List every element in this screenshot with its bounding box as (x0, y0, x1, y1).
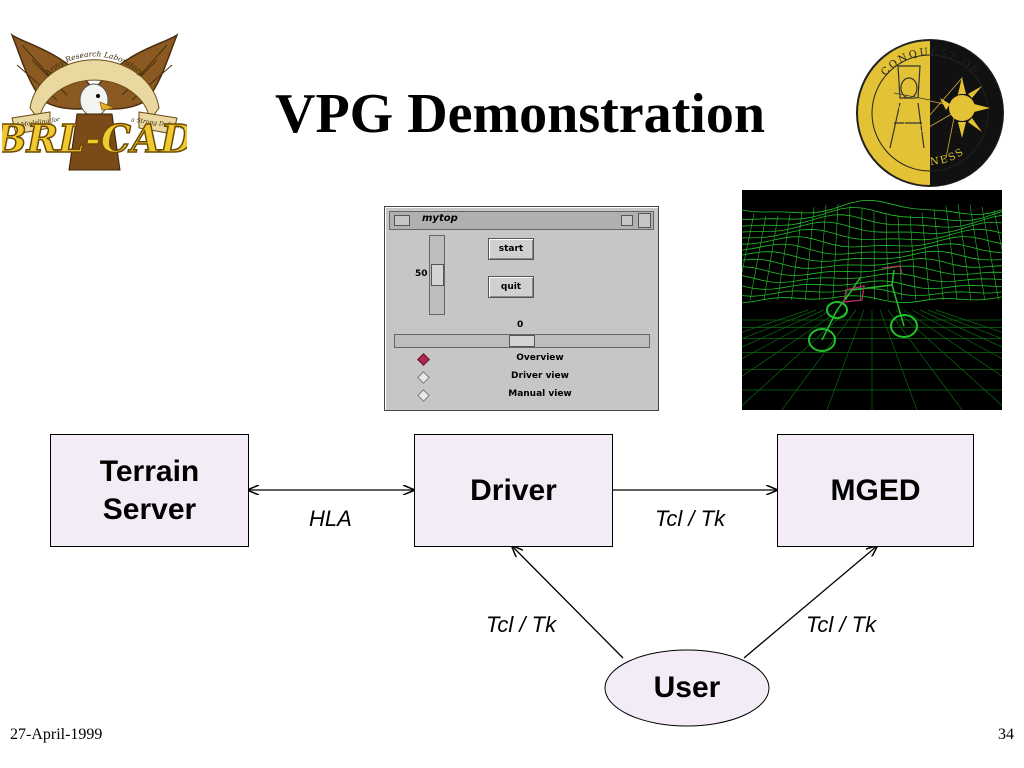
ground-grid-line (887, 309, 963, 410)
vertical-scale-value: 50 (415, 269, 428, 279)
terrain-mesh-line (777, 214, 791, 301)
terrain-mesh-line (742, 295, 1002, 304)
minimize-icon[interactable] (621, 215, 633, 226)
brl-cad-logo: Army Research Laboratory Solid Modeling … (2, 33, 187, 171)
radio-label: Driver view (511, 371, 569, 381)
horizontal-scale-value: 0 (517, 320, 524, 330)
horizontal-scale-thumb[interactable] (509, 335, 535, 347)
radio-driver-view[interactable]: Driver view (415, 370, 635, 384)
ground-grid-line (742, 309, 817, 339)
ground-grid-line (742, 309, 825, 348)
terrain-mesh-line (860, 208, 863, 301)
terrain-mesh-line (742, 214, 1002, 228)
terrain-mesh-line (791, 210, 803, 301)
user-label: User (653, 671, 721, 704)
terrain-mesh-line (969, 204, 985, 301)
edge-label-hla: HLA (309, 506, 352, 531)
arrow-user-driver (512, 546, 624, 659)
vehicle-frame-accent (843, 265, 903, 303)
vertical-scale-thumb[interactable] (431, 264, 444, 286)
terrain-server-node: Terrain Server (50, 434, 249, 547)
terrain-mesh-line (921, 212, 930, 301)
window-title: mytop (422, 213, 458, 224)
ground-grid-line (826, 309, 865, 410)
driver-node: Driver (414, 434, 613, 547)
terrain-server-label-line2: Server (102, 492, 197, 526)
terrain-mesh-line (742, 236, 1002, 248)
terrain-mesh-line (763, 215, 779, 301)
terrain-mesh-line (742, 250, 1002, 262)
quit-button[interactable]: quit (488, 276, 534, 298)
page-number: 34 (998, 726, 1014, 743)
terrain-mesh-line (742, 288, 1002, 297)
terrain-mesh-line (805, 207, 815, 301)
wireframe-terrain-image (742, 190, 1002, 410)
terrain-mesh-line (742, 272, 1002, 283)
terrain-mesh-line (742, 280, 1002, 290)
radio-manual-view[interactable]: Manual view (415, 388, 635, 402)
radio-overview[interactable]: Overview (415, 352, 635, 366)
user-node: User (605, 660, 769, 716)
terrain-mesh-line (909, 215, 916, 301)
edge-label-driver-mged: Tcl / Tk (655, 506, 726, 531)
conquest-of-darkness-logo: CONQUEST OF DARKNESS (856, 39, 1004, 187)
terrain-mesh-line (742, 258, 1002, 269)
window-menu-icon[interactable] (394, 215, 410, 226)
tk-app-window: mytop start quit 50 0 Overview Driver vi… (384, 206, 659, 411)
ground-grid-line (935, 309, 1002, 333)
ground-grid-line (879, 309, 918, 410)
ground-grid-line (903, 309, 1002, 377)
terrain-mesh-line (742, 213, 755, 274)
vehicle-wheel (826, 301, 848, 319)
edge-label-user-mged: Tcl / Tk (806, 612, 877, 637)
mged-node: MGED (777, 434, 974, 547)
terrain-mesh-line (749, 215, 767, 301)
mged-label: MGED (830, 473, 921, 507)
svg-text:BRL-CAD: BRL-CAD (2, 116, 187, 161)
ground-grid-line (911, 309, 1002, 360)
radio-label: Manual view (508, 389, 572, 399)
terrain-mesh-line (957, 204, 972, 301)
terrain-mesh-line (981, 206, 999, 301)
terrain-mesh-line (818, 204, 827, 301)
footer-date: 27-April-1999 (10, 726, 103, 743)
radio-label: Overview (516, 353, 564, 363)
edge-label-user-driver: Tcl / Tk (486, 612, 557, 637)
terrain-mesh-line (933, 208, 944, 301)
horizontal-scale[interactable] (394, 334, 650, 348)
start-button[interactable]: start (488, 238, 534, 260)
user-node-shape (604, 649, 770, 727)
terrain-mesh-line (897, 215, 903, 301)
driver-label: Driver (470, 473, 557, 507)
ground-grid-line (742, 309, 841, 377)
terrain-mesh-line (945, 205, 958, 301)
vehicle-wheel (890, 314, 918, 338)
window-titlebar[interactable]: mytop (389, 211, 654, 230)
arrow-user-mged (743, 546, 877, 659)
terrain-mesh-line (742, 265, 1002, 276)
slide-title: VPG Demonstration (275, 83, 765, 145)
ground-grid-line (781, 309, 857, 410)
vertical-scale[interactable] (429, 235, 445, 315)
terrain-mesh-line (846, 205, 851, 301)
ground-grid-line (927, 309, 1002, 339)
ground-grid-line (742, 309, 833, 360)
terrain-mesh-line (742, 221, 1002, 234)
ground-grid-line (895, 309, 1002, 406)
terrain-mesh-line (742, 199, 1002, 215)
terrain-mesh-line (832, 204, 839, 301)
ground-grid-line (919, 309, 1002, 348)
terrain-mesh-line (993, 210, 1002, 251)
maximize-icon[interactable] (638, 213, 651, 228)
terrain-mesh-line (742, 206, 1002, 222)
terrain-mesh-line (742, 228, 1002, 241)
ground-grid-line (742, 309, 809, 333)
terrain-mesh-line (742, 243, 1002, 255)
terrain-server-label-line1: Terrain (99, 454, 200, 488)
vehicle-wheel (808, 328, 836, 352)
